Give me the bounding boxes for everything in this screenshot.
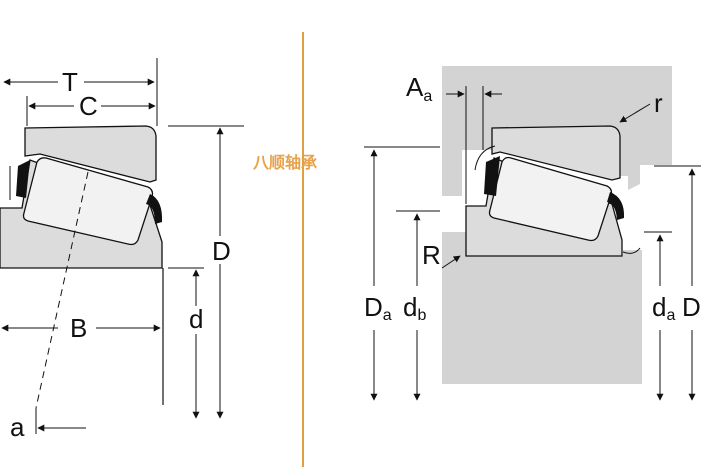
cage-left-bottom [146, 194, 163, 224]
outer-ring-right [491, 125, 621, 181]
left-bearing-section: T C D d B a [0, 58, 244, 442]
cage-right-top [484, 156, 500, 196]
label-Da: Da [364, 292, 392, 324]
label-B: B [70, 313, 87, 343]
outer-ring-left [24, 125, 157, 183]
right-bearing-mounting: Aa r R Da db da D [364, 66, 701, 401]
label-R: R [422, 240, 441, 270]
label-r: r [654, 88, 663, 118]
roller-right [488, 156, 613, 242]
label-Db: D [682, 292, 701, 322]
roller-left [22, 157, 154, 246]
label-C: C [79, 91, 98, 121]
label-D: D [212, 236, 231, 266]
shaft-right [442, 232, 642, 384]
label-db: db [403, 292, 426, 324]
label-d: d [189, 304, 203, 334]
label-T: T [62, 67, 78, 97]
label-a: a [10, 412, 25, 442]
cage-right-bottom [607, 192, 625, 220]
watermark-text: 八顺轴承 [252, 153, 317, 172]
cage-left-top [16, 160, 30, 198]
label-da: da [652, 292, 675, 324]
label-Aa: Aa [406, 72, 432, 105]
